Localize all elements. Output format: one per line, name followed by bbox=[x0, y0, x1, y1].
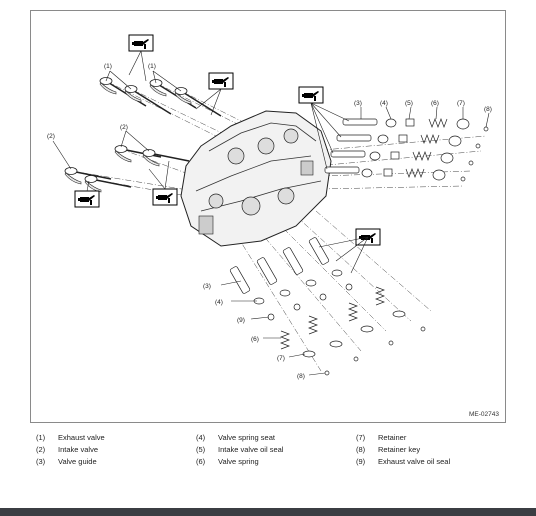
callout-2b: (2) bbox=[120, 124, 128, 131]
callout-3-top: (3) bbox=[354, 100, 362, 107]
right-parts-row bbox=[324, 118, 489, 182]
legend-item: (6)Valve spring bbox=[196, 457, 259, 466]
footer-bar bbox=[0, 508, 536, 516]
callout-9: (9) bbox=[237, 317, 245, 324]
callout-8-bottom: (8) bbox=[297, 373, 305, 380]
callout-8-top: (8) bbox=[484, 106, 492, 113]
callout-6-bottom: (6) bbox=[251, 336, 259, 343]
callout-6-top: (6) bbox=[431, 100, 439, 107]
legend-item: (2)Intake valve bbox=[36, 445, 99, 454]
legend-item: (1)Exhaust valve bbox=[36, 433, 105, 442]
callout-2a: (2) bbox=[47, 133, 55, 140]
bottom-parts-row bbox=[229, 237, 426, 376]
figure-id: ME-02743 bbox=[469, 411, 499, 418]
callout-3-bottom: (3) bbox=[203, 283, 211, 290]
intake-valves bbox=[64, 145, 190, 193]
callout-4-bottom: (4) bbox=[215, 299, 223, 306]
diagram-frame: (1) (1) (2) (2) (3) (4) (5) (6) (7) (8) … bbox=[30, 10, 506, 423]
legend-item: (5)Intake valve oil seal bbox=[196, 445, 284, 454]
callout-1b: (1) bbox=[148, 63, 156, 70]
parts-legend: (1)Exhaust valve (2)Intake valve (3)Valv… bbox=[30, 433, 510, 477]
legend-item: (7)Retainer bbox=[356, 433, 407, 442]
callout-4-top: (4) bbox=[380, 100, 388, 107]
callout-7-top: (7) bbox=[457, 100, 465, 107]
cylinder-head bbox=[180, 110, 332, 247]
callout-7-bottom: (7) bbox=[277, 355, 285, 362]
exploded-view-diagram: (1) (1) (2) (2) (3) (4) (5) (6) (7) (8) … bbox=[47, 34, 492, 380]
exhaust-valves bbox=[99, 77, 222, 117]
callout-1a: (1) bbox=[104, 63, 112, 70]
legend-item: (9)Exhaust valve oil seal bbox=[356, 457, 451, 466]
callout-5-top: (5) bbox=[405, 100, 413, 107]
legend-item: (3)Valve guide bbox=[36, 457, 97, 466]
legend-item: (4)Valve spring seat bbox=[196, 433, 275, 442]
legend-item: (8)Retainer key bbox=[356, 445, 421, 454]
